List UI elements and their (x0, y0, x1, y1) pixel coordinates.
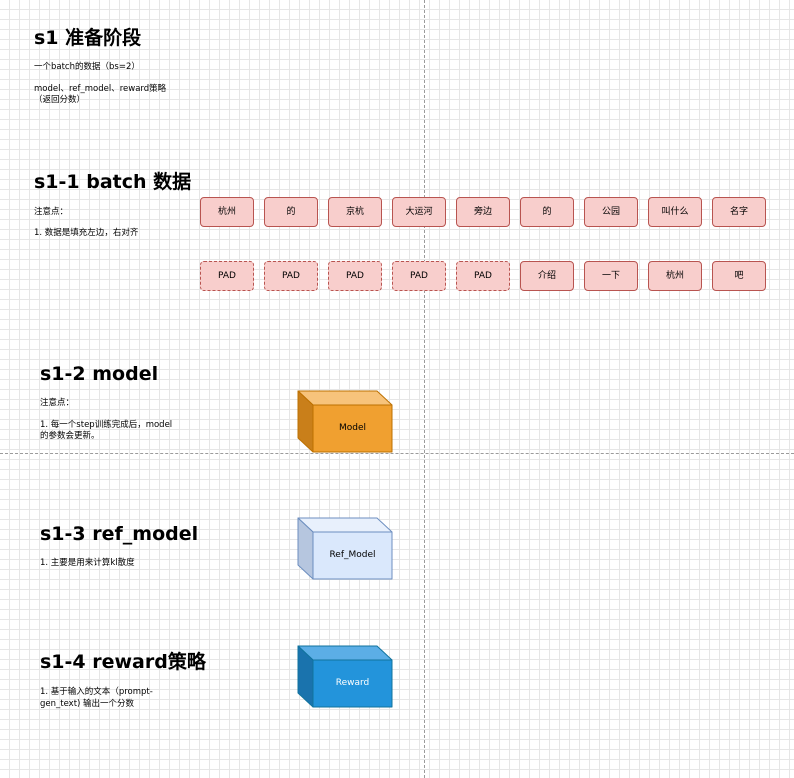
ref-model-cube-front (312, 531, 393, 580)
ref-model-label: Ref_Model (329, 550, 376, 560)
pad-token: PAD (392, 261, 446, 291)
s1-components-note: model、ref_model、reward策略 (34, 84, 167, 94)
reward-cube-top (297, 645, 393, 661)
pad-token: PAD (200, 261, 254, 291)
s1-2-note-title: 注意点： (40, 398, 75, 408)
token-cell: 京杭 (328, 197, 382, 227)
reward-label: Reward (335, 678, 370, 688)
reward-cube-front (312, 659, 393, 708)
token-cell: 叫什么 (648, 197, 702, 227)
model-cube-front (312, 404, 393, 453)
s1-1-note-title: 注意点： (34, 207, 69, 217)
token-cell: 杭州 (648, 261, 702, 291)
s1-2-note-line1: 1. 每一个step训练完成后，model (40, 420, 173, 430)
token-cell: 介绍 (520, 261, 574, 291)
token-cell: 的 (520, 197, 574, 227)
pad-token: PAD (264, 261, 318, 291)
token-cell: 名字 (712, 197, 766, 227)
token-cell: 的 (264, 197, 318, 227)
s1-batch-note: 一个batch的数据（bs=2） (34, 62, 140, 72)
s1-heading: s1 准备阶段 (34, 27, 142, 49)
token-cell: 公园 (584, 197, 638, 227)
s1-4-note-line2: gen_text) 输出一个分数 (40, 699, 135, 709)
s1-3-note: 1. 主要是用来计算kl散度 (40, 558, 135, 568)
token-cell: 吧 (712, 261, 766, 291)
horizontal-guide-line (0, 453, 794, 454)
reward-cube (297, 645, 393, 708)
s1-1-note-item: 1. 数据是填充左边，右对齐 (34, 228, 139, 238)
s1-1-heading: s1-1 batch 数据 (34, 171, 192, 193)
token-cell: 旁边 (456, 197, 510, 227)
ref-model-cube-top (297, 517, 393, 533)
s1-2-note-line2: 的参数会更新。 (40, 431, 100, 441)
token-cell: 杭州 (200, 197, 254, 227)
model-label: Model (338, 423, 367, 433)
pad-token: PAD (328, 261, 382, 291)
token-cell: 一下 (584, 261, 638, 291)
s1-score-note: （返回分数） (34, 95, 86, 105)
ref-model-cube (297, 517, 393, 580)
s1-4-heading: s1-4 reward策略 (40, 651, 206, 673)
s1-3-heading: s1-3 ref_model (40, 523, 199, 545)
vertical-guide-line (424, 0, 425, 778)
pad-token: PAD (456, 261, 510, 291)
model-cube (297, 390, 393, 453)
model-cube-top (297, 390, 393, 406)
s1-2-heading: s1-2 model (40, 363, 159, 385)
token-cell: 大运河 (392, 197, 446, 227)
s1-4-note-line1: 1. 基于输入的文本（prompt- (40, 687, 153, 697)
